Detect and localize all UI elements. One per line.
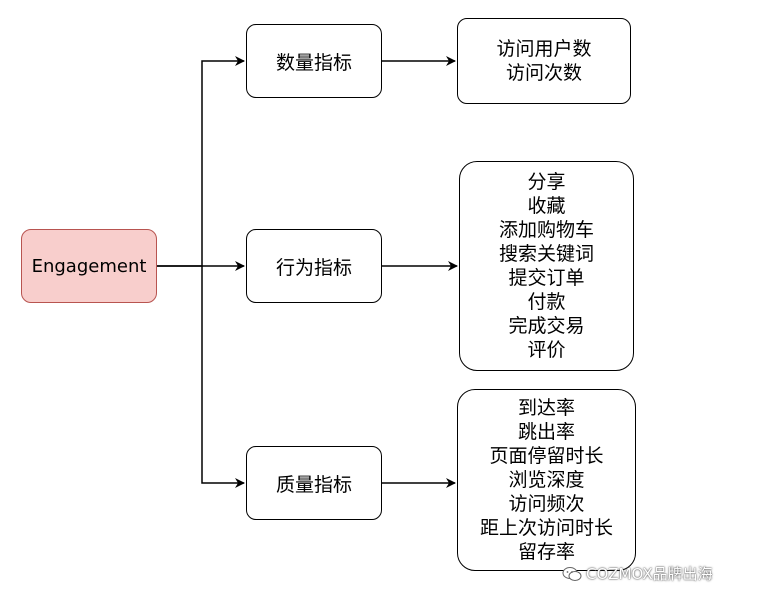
item-label: 分享: [527, 171, 566, 193]
item-label: 到达率: [517, 397, 575, 419]
item-label: 付款: [527, 291, 566, 313]
items-node-quantity: 访问用户数 访问次数: [457, 18, 631, 104]
root-node: Engagement: [21, 229, 157, 303]
item-label: 访问频次: [508, 493, 585, 515]
item-label: 跳出率: [517, 421, 575, 443]
item-label: 页面停留时长: [489, 445, 604, 467]
watermark-text: COZMOX品牌出海: [586, 565, 713, 583]
item-label: 提交订单: [508, 267, 585, 289]
item-label: 留存率: [517, 541, 575, 563]
item-label: 收藏: [527, 195, 566, 217]
category-label: 质量指标: [275, 473, 352, 496]
category-label: 数量指标: [275, 51, 352, 74]
item-label: 距上次访问时长: [479, 517, 613, 539]
edge-root-to-category-3: [201, 266, 245, 488]
root-label: Engagement: [31, 255, 147, 277]
item-label: 访问次数: [505, 62, 582, 84]
category-node-quantity: 数量指标: [246, 24, 382, 98]
watermark: COZMOX品牌出海: [562, 563, 713, 584]
item-label: 完成交易: [508, 315, 585, 337]
wechat-icon: [562, 566, 582, 581]
item-label: 访问用户数: [496, 38, 592, 60]
item-label: 搜索关键词: [498, 243, 594, 265]
category-node-behavior: 行为指标: [246, 229, 382, 303]
items-node-behavior: 分享 收藏 添加购物车 搜索关键词 提交订单 付款 完成交易 评价: [459, 161, 634, 371]
item-label: 评价: [527, 339, 566, 361]
edge-root-to-category-1: [157, 56, 245, 267]
category-node-quality: 质量指标: [246, 446, 382, 520]
item-label: 浏览深度: [508, 469, 585, 491]
category-label: 行为指标: [275, 256, 352, 279]
item-label: 添加购物车: [498, 219, 594, 241]
items-node-quality: 到达率 跳出率 页面停留时长 浏览深度 访问频次 距上次访问时长 留存率: [457, 389, 636, 571]
